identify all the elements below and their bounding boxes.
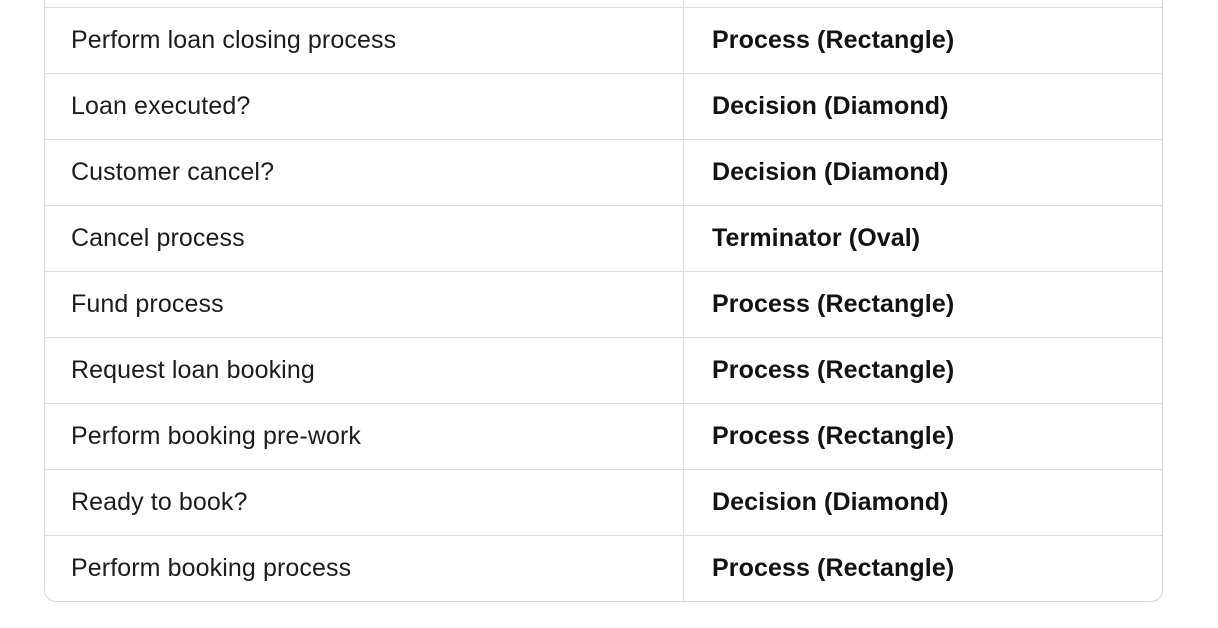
task-cell: Perform booking process bbox=[71, 554, 352, 582]
shape-type-cell: Decision (Diamond) bbox=[683, 140, 1162, 205]
task-cell: Perform loan closing process bbox=[71, 26, 397, 54]
shape-type-cell: Decision (Diamond) bbox=[683, 74, 1162, 139]
task-cell: Perform booking pre-work bbox=[71, 422, 362, 450]
task-cell: Fund process bbox=[71, 290, 224, 318]
task-cell: Cancel process bbox=[71, 224, 245, 252]
task-cell bbox=[45, 0, 683, 7]
table-row bbox=[45, 0, 1162, 7]
task-cell: Request loan booking bbox=[71, 356, 315, 384]
task-cell: Customer cancel? bbox=[71, 158, 275, 186]
shape-type-cell: Process (Rectangle) bbox=[683, 536, 1162, 601]
shape-type-cell bbox=[683, 0, 1162, 7]
shape-type-cell: Process (Rectangle) bbox=[683, 272, 1162, 337]
table-row: Request loan booking Process (Rectangle) bbox=[45, 337, 1162, 403]
shape-type-cell: Process (Rectangle) bbox=[683, 404, 1162, 469]
shape-type-cell: Terminator (Oval) bbox=[683, 206, 1162, 271]
shape-type-cell: Decision (Diamond) bbox=[683, 470, 1162, 535]
flowchart-shapes-table: Perform loan closing process Process (Re… bbox=[44, 0, 1163, 602]
table-row: Ready to book? Decision (Diamond) bbox=[45, 469, 1162, 535]
shape-type-cell: Process (Rectangle) bbox=[683, 338, 1162, 403]
table-row: Perform loan closing process Process (Re… bbox=[45, 7, 1162, 73]
table-row: Perform booking pre-work Process (Rectan… bbox=[45, 403, 1162, 469]
table-row: Customer cancel? Decision (Diamond) bbox=[45, 139, 1162, 205]
task-cell: Ready to book? bbox=[71, 488, 248, 516]
table-row: Fund process Process (Rectangle) bbox=[45, 271, 1162, 337]
task-cell: Loan executed? bbox=[71, 92, 251, 120]
table-row: Perform booking process Process (Rectang… bbox=[45, 535, 1162, 601]
table-row: Loan executed? Decision (Diamond) bbox=[45, 73, 1162, 139]
shape-type-cell: Process (Rectangle) bbox=[683, 8, 1162, 73]
table-row: Cancel process Terminator (Oval) bbox=[45, 205, 1162, 271]
